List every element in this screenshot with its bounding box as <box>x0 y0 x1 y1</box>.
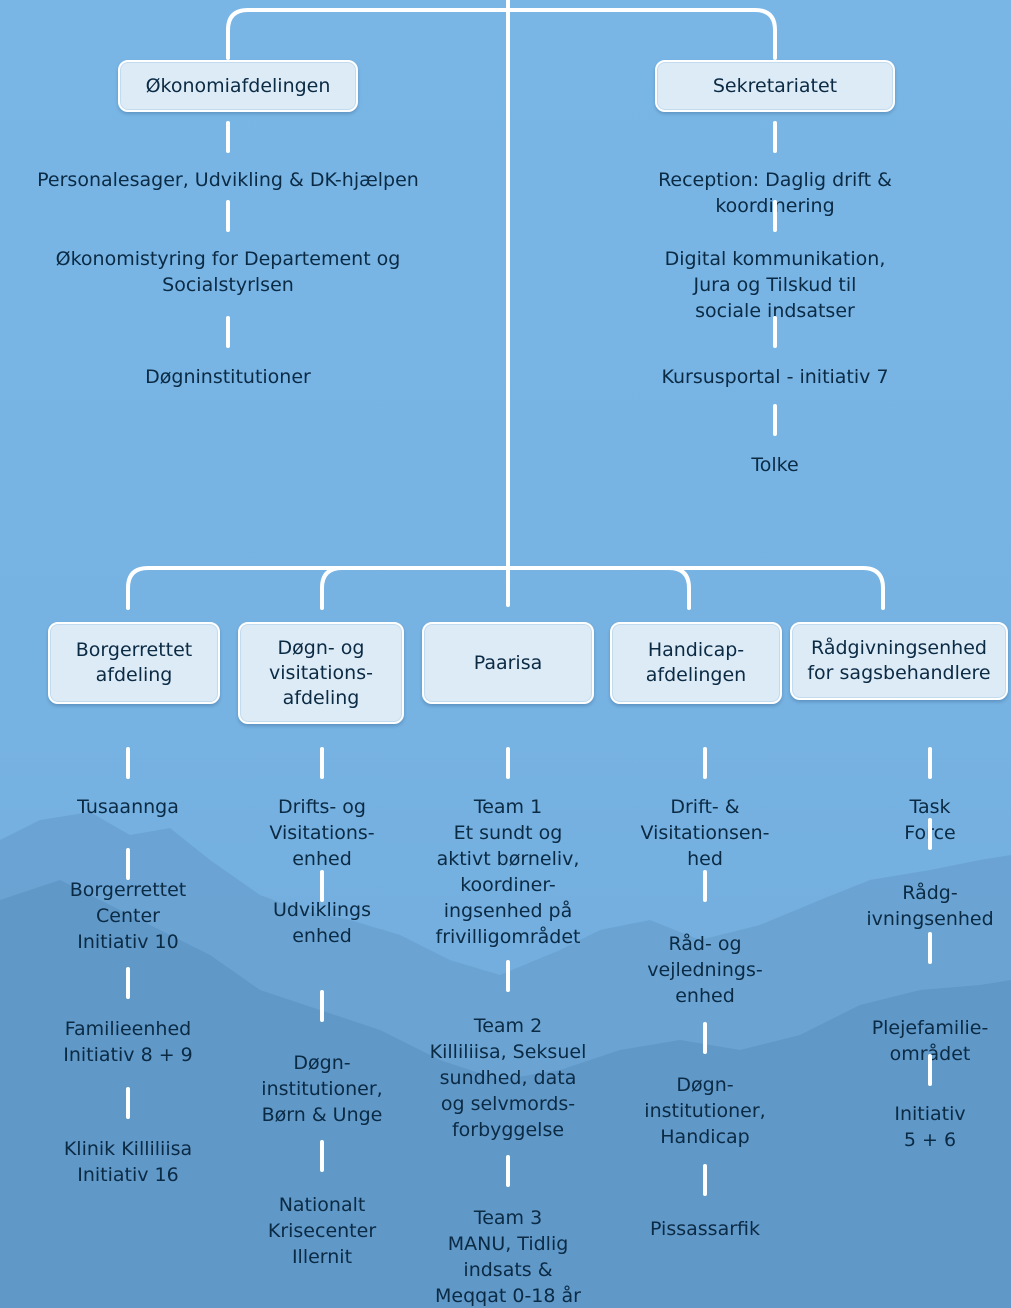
department-box-1-label: Borgerrettet afdeling <box>75 639 193 686</box>
box-sekretariatet-label: Sekretariatet <box>712 74 838 97</box>
connector-tick <box>773 316 777 348</box>
department-1-item: Tusaannga <box>77 796 179 818</box>
connector-tick <box>773 200 777 232</box>
department-box-2: Døgn- og visitations- afdeling <box>238 622 404 724</box>
department-box-3-label: Paarisa <box>473 651 543 674</box>
department-5-item: Initiativ 5 + 6 <box>894 1103 966 1151</box>
department-1-item: Klinik Killiliisa Initiativ 16 <box>63 1138 193 1186</box>
connector-tick <box>320 870 324 902</box>
connector-tick <box>773 121 777 153</box>
department-3-item: Team 3 MANU, Tidlig indsats & Meqqat 0-1… <box>435 1207 581 1307</box>
connector-tick <box>773 404 777 436</box>
department-3-item: Team 1 Et sundt og aktivt børneliv, koor… <box>435 796 581 948</box>
department-box-2-label: Døgn- og visitations- afdeling <box>269 636 373 709</box>
department-2-item: Udviklings enhed <box>272 899 372 947</box>
box-okonomiafdelingen-label: Økonomiafdelingen <box>145 74 331 97</box>
department-box-5-label: Rådgivningsenhed for sagsbehandlere <box>807 637 991 684</box>
department-box-4: Handicap- afdelingen <box>610 622 782 704</box>
connector-tick <box>703 747 707 779</box>
left-unit-item: Døgninstitutioner <box>145 366 311 388</box>
connector-tick <box>126 967 130 999</box>
connector-tick <box>928 747 932 779</box>
department-3-item: Team 2 Killiliisa, Seksuel sundhed, data… <box>429 1015 587 1141</box>
connector-tick <box>506 1155 510 1187</box>
connector-tick <box>703 870 707 902</box>
right-unit-item: Kursusportal - initiativ 7 <box>661 366 889 388</box>
connector-tick <box>703 1022 707 1054</box>
right-unit-item: Tolke <box>751 454 799 476</box>
connector-tick <box>928 932 932 964</box>
connector-tick <box>928 818 932 850</box>
connector-tick <box>126 1087 130 1119</box>
connector-tick <box>506 747 510 779</box>
department-1-item: Familieenhed Initiativ 8 + 9 <box>63 1018 193 1066</box>
left-unit-item: Personalesager, Udvikling & DK-hjælpen <box>37 169 419 191</box>
department-4-item: Drift- & Visitationsen- hed <box>640 796 770 870</box>
connector-tick <box>703 1164 707 1196</box>
connector-tick <box>320 990 324 1022</box>
box-okonomiafdelingen: Økonomiafdelingen <box>118 60 358 112</box>
department-1-item: Borgerrettet Center Initiativ 10 <box>69 879 187 953</box>
connectors <box>126 0 885 610</box>
box-sekretariatet: Sekretariatet <box>655 60 895 112</box>
mountain-front <box>0 880 1011 1308</box>
connector-tick <box>320 747 324 779</box>
left-unit-item: Økonomistyring for Departement og Social… <box>55 248 401 296</box>
department-4-item: Råd- og vejlednings- enhed <box>647 933 763 1007</box>
connector-tick <box>226 121 230 153</box>
connector-tick <box>126 747 130 779</box>
department-4-item: Døgn- institutioner, Handicap <box>644 1074 766 1148</box>
connector-tick <box>126 848 130 880</box>
department-box-5: Rådgivningsenhed for sagsbehandlere <box>790 622 1008 700</box>
connector-tick <box>506 960 510 992</box>
department-box-4-label: Handicap- afdelingen <box>645 639 747 686</box>
connector-tick <box>226 200 230 232</box>
connector-tick <box>320 1140 324 1172</box>
connector-tick <box>928 1054 932 1086</box>
right-unit-item: Digital kommunikation, Jura og Tilskud t… <box>664 248 886 322</box>
department-2-item: Drifts- og Visitations- enhed <box>269 796 375 870</box>
department-2-item: Nationalt Krisecenter Illernit <box>267 1194 377 1268</box>
connector-tick <box>226 316 230 348</box>
department-5-item: Rådg- ivningsenhed <box>866 882 994 930</box>
department-box-3: Paarisa <box>422 622 594 704</box>
department-4-item: Pissassarfik <box>650 1218 760 1240</box>
department-box-1: Borgerrettet afdeling <box>48 622 220 704</box>
department-2-item: Døgn- institutioner, Børn & Unge <box>261 1052 383 1126</box>
